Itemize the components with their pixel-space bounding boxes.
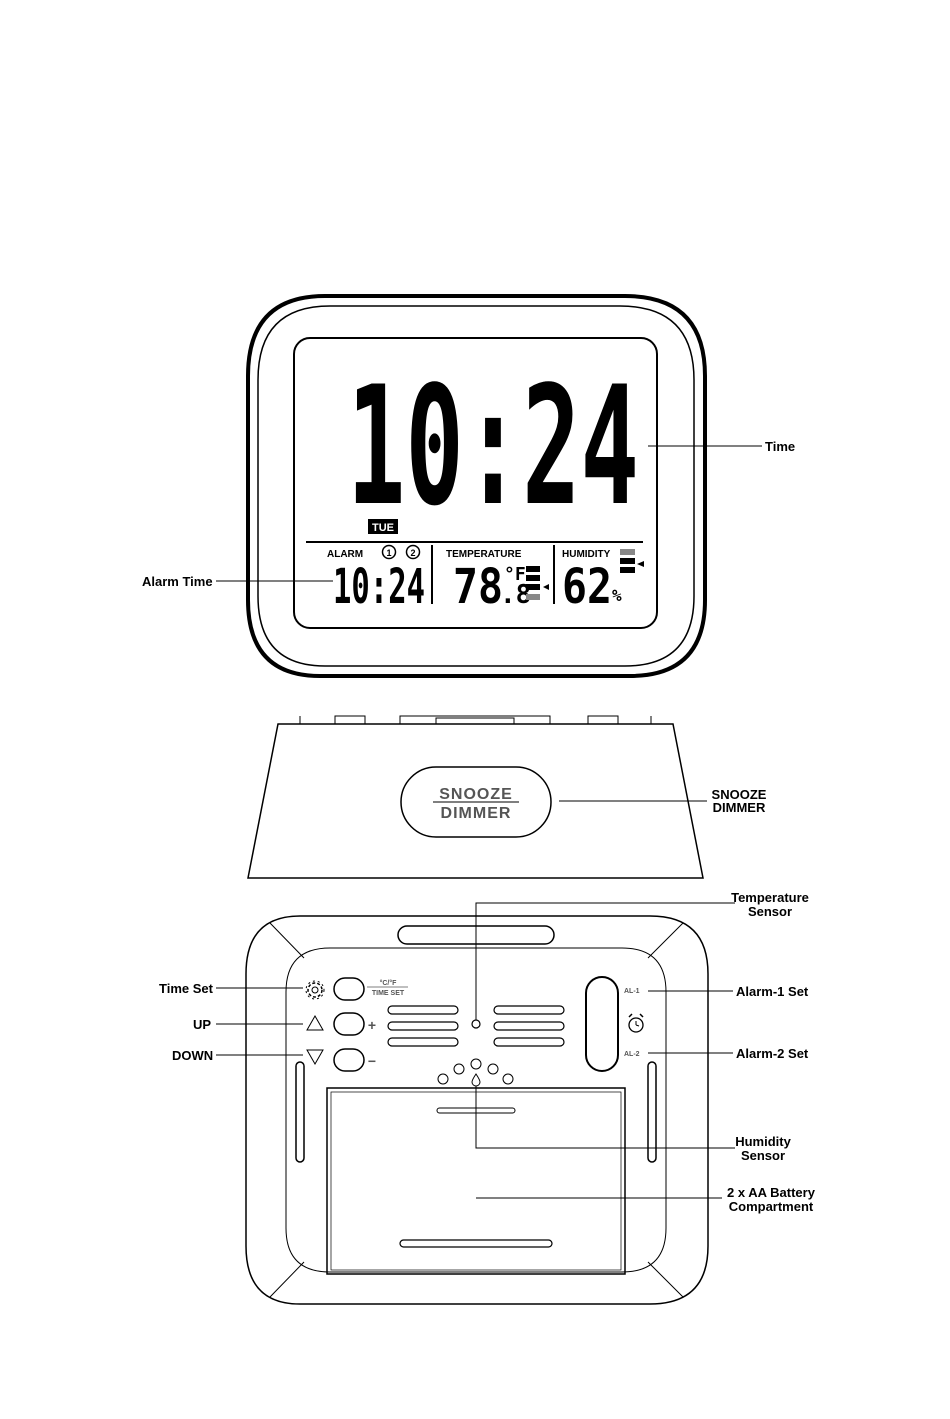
top-tab-left: [335, 716, 365, 724]
temp-sensor-leader: [476, 903, 735, 1020]
day-label: TUE: [372, 522, 394, 534]
back-view: °C/°F TIME SET + − AL-1 AL-2: [246, 916, 708, 1304]
top-view: SNOOZE DIMMER: [248, 716, 703, 878]
humidity-value: 62: [562, 559, 612, 615]
minus-label: −: [368, 1053, 376, 1069]
callout-up: UP: [193, 1017, 211, 1032]
time-set-button[interactable]: [334, 978, 364, 1000]
temperature-unit: °F: [504, 564, 526, 585]
front-view: 10:24 TUE ALARM 1 2 10:24 TEMPERATURE 78…: [248, 296, 705, 676]
callout-battery-1: 2 x AA Battery: [727, 1185, 816, 1200]
callout-humidity-sensor-2: Sensor: [741, 1148, 785, 1163]
alarm-2-number: 2: [410, 548, 415, 558]
down-triangle-icon: [307, 1050, 323, 1064]
humidity-sensor-holes: [438, 1059, 513, 1084]
callout-battery-2: Compartment: [729, 1199, 814, 1214]
al1-label: AL-1: [624, 988, 640, 995]
up-triangle-icon: [307, 1016, 323, 1030]
callout-alarm1-set: Alarm-1 Set: [736, 984, 809, 999]
dimmer-label: DIMMER: [441, 805, 512, 822]
alarm-clock-icon: [629, 1014, 643, 1032]
main-time-display: 10:24: [347, 351, 639, 542]
temperature-sensor: [472, 1020, 480, 1028]
alarm-time-display: 10:24: [333, 559, 425, 615]
time-set-label: TIME SET: [372, 990, 405, 997]
callout-down: DOWN: [172, 1048, 213, 1063]
vents-right: [494, 1006, 564, 1046]
vents-left: [388, 1006, 458, 1046]
callout-time: Time: [765, 439, 795, 454]
callout-alarm2-set: Alarm-2 Set: [736, 1046, 809, 1061]
back-outer-frame: [246, 916, 708, 1304]
callout-dimmer: DIMMER: [713, 800, 766, 815]
humidity-unit: %: [612, 586, 622, 605]
top-tab-right: [588, 716, 618, 724]
gear-icon: [306, 981, 324, 999]
callout-alarm-time: Alarm Time: [142, 574, 213, 589]
temperature-value: 78: [453, 559, 503, 615]
alarm-1-number: 1: [386, 548, 391, 558]
snooze-label: SNOOZE: [439, 786, 513, 803]
top-tab-inner: [436, 718, 514, 724]
callout-temperature-sensor-2: Sensor: [748, 904, 792, 919]
alarm-slider-track[interactable]: [586, 977, 618, 1071]
unit-switch-label: °C/°F: [380, 979, 398, 987]
callout-humidity-sensor-1: Humidity: [735, 1134, 791, 1149]
callout-time-set: Time Set: [159, 981, 214, 996]
top-tab-center: [400, 716, 550, 724]
up-button[interactable]: [334, 1013, 364, 1035]
humidity-level-bars: [620, 549, 644, 573]
plus-label: +: [368, 1017, 376, 1033]
al2-label: AL-2: [624, 1051, 640, 1058]
callout-temperature-sensor-1: Temperature: [731, 890, 809, 905]
water-drop-icon: [472, 1074, 480, 1086]
humidity-sensor-leader: [476, 1086, 735, 1148]
down-button[interactable]: [334, 1049, 364, 1071]
